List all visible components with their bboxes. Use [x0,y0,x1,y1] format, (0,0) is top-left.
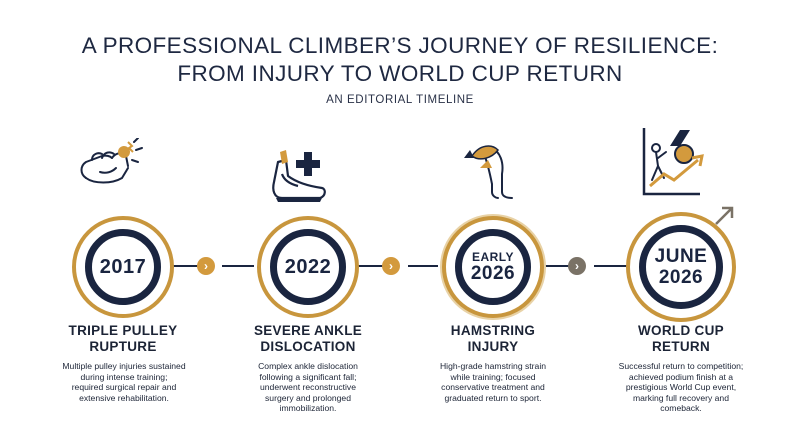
chevron-right-icon: › [197,257,215,275]
year-badge: 2017 [72,216,174,318]
timeline-line [538,265,576,267]
event-description: Successful return to competition; achiev… [618,361,744,414]
event-heading: WORLD CUP RETURN [638,323,724,354]
hand-finger-injury-icon [80,138,143,184]
timeline-line [594,265,628,267]
event-description: Multiple pulley injuries sustained durin… [62,361,186,403]
year-badge: EARLY 2026 [442,216,544,318]
year-badge: 2022 [257,216,359,318]
year-label-line-2: 2026 [470,263,516,284]
event-description: Complex ankle dislocation following a si… [258,361,358,414]
timeline-line [352,265,390,267]
chevron-right-icon: › [382,257,400,275]
chevron-right-icon: › [568,257,586,275]
page-subtitle: AN EDITORIAL TIMELINE [326,94,474,106]
event-heading: SEVERE ANKLE DISLOCATION [253,323,363,354]
year-label: 2017 [99,255,147,278]
arrow-up-right-icon [715,206,734,225]
title-line-1: A PROFESSIONAL CLIMBER’S JOURNEY OF RESI… [81,33,719,58]
timeline-line [408,265,438,267]
year-label: 2022 [284,255,332,278]
event-heading: HAMSTRING INJURY [450,323,536,354]
page-title: A PROFESSIONAL CLIMBER’S JOURNEY OF RESI… [0,32,800,88]
event-heading: TRIPLE PULLEY RUPTURE [68,323,178,354]
leg-hamstring-icon [464,145,513,199]
climber-medal-rising-arrow-icon [642,128,704,196]
year-label-line-2: 2026 [658,267,704,288]
timeline-line [168,265,206,267]
climbing-shoe-medical-cross-icon [272,150,326,202]
year-label-line-1: EARLY [471,250,515,264]
year-badge: JUNE 2026 [626,212,736,322]
event-description: High-grade hamstring strain while traini… [439,361,547,403]
timeline-line [222,265,254,267]
title-line-2: FROM INJURY TO WORLD CUP RETURN [177,61,623,86]
year-label-line-1: JUNE [654,246,708,267]
